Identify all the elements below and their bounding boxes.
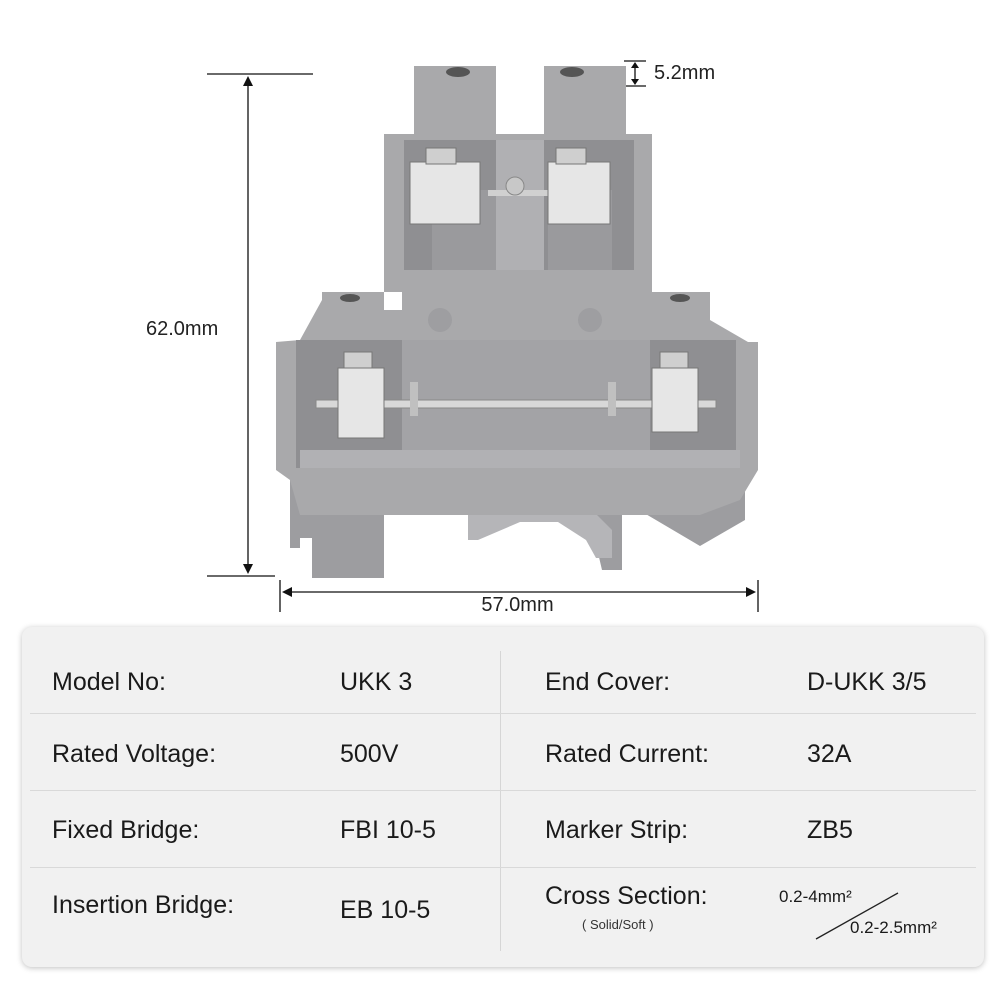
cross-section-divider bbox=[815, 892, 899, 940]
terminal-block-drawing bbox=[207, 60, 759, 612]
marker-strip-label: Marker Strip: bbox=[545, 816, 689, 844]
row-separator bbox=[30, 867, 976, 868]
cross-section-label: Cross Section: bbox=[545, 882, 708, 910]
insertion-bridge-label: Insertion Bridge: bbox=[52, 891, 235, 919]
end-cover-value: D-UKK 3/5 bbox=[807, 668, 927, 696]
product-figure: 5.2mm 62.0mm 57.0mm bbox=[146, 60, 759, 616]
cross-section-soft-value: 0.2-2.5mm² bbox=[850, 918, 937, 937]
end-cover-label: End Cover: bbox=[545, 668, 671, 696]
rated-current-value: 32A bbox=[807, 740, 852, 768]
rated-current-label: Rated Current: bbox=[545, 740, 709, 768]
cross-section-sublabel: ( Solid/Soft ) bbox=[582, 917, 654, 932]
spec-row-bridge: Fixed Bridge: FBI 10-5 Marker Strip: ZB5 bbox=[22, 627, 984, 844]
spec-table: Model No: UKK 3 End Cover: D-UKK 3/5 Rat… bbox=[22, 627, 984, 967]
insertion-bridge-value: EB 10-5 bbox=[340, 896, 431, 924]
row-separator bbox=[30, 713, 976, 714]
fixed-bridge-value: FBI 10-5 bbox=[340, 816, 436, 844]
fixed-bridge-label: Fixed Bridge: bbox=[52, 816, 200, 844]
rated-voltage-value: 500V bbox=[340, 740, 399, 768]
dimension-lines bbox=[207, 60, 759, 612]
cross-section-solid-value: 0.2-4mm² bbox=[779, 887, 852, 906]
spec-row-insertion: Insertion Bridge: EB 10-5 Cross Section:… bbox=[22, 627, 984, 940]
width-dimension-label: 57.0mm bbox=[481, 594, 554, 616]
marker-strip-value: ZB5 bbox=[807, 816, 853, 844]
metal-clamps bbox=[315, 147, 717, 439]
model-no-label: Model No: bbox=[52, 668, 166, 696]
model-no-value: UKK 3 bbox=[340, 668, 413, 696]
row-separator bbox=[30, 790, 976, 791]
rated-voltage-label: Rated Voltage: bbox=[52, 740, 217, 768]
column-separator bbox=[500, 651, 501, 951]
spec-row-model: Model No: UKK 3 End Cover: D-UKK 3/5 bbox=[22, 627, 984, 705]
hole-dimension-label: 5.2mm bbox=[654, 62, 716, 84]
height-dimension-label: 62.0mm bbox=[146, 318, 219, 340]
terminal-housing bbox=[276, 66, 758, 578]
spec-row-rating: Rated Voltage: 500V Rated Current: 32A bbox=[22, 627, 984, 768]
